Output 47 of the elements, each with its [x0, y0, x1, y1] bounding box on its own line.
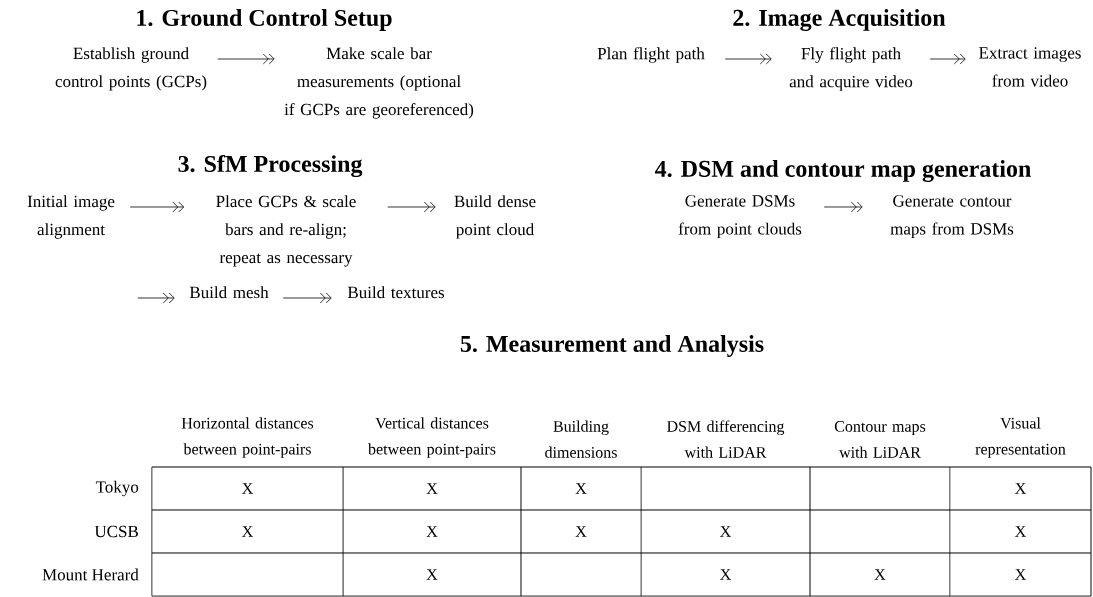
column-header: Horizontal distances between point-pairs	[181, 417, 314, 458]
column-header: DSM differencing with LiDAR	[667, 420, 785, 458]
process-step: Generate DSMs from point clouds	[678, 195, 802, 239]
row-header: Mount Herard	[42, 568, 139, 581]
table-cell: X	[1015, 483, 1026, 494]
arrow	[217, 53, 275, 65]
table-cell: X	[426, 526, 438, 537]
table-cell: X	[1015, 569, 1026, 580]
process-step: Fly flight path and acquire video	[789, 47, 913, 91]
table-cell: X	[575, 483, 587, 494]
column-header: Contour maps with LiDAR	[834, 421, 926, 458]
section-heading: 5. Measurement and Analysis	[460, 335, 764, 357]
section-heading: 2. Image Acquisition	[733, 9, 946, 31]
process-step: Extract images from video	[979, 47, 1081, 87]
process-step: Build dense point cloud	[454, 195, 536, 239]
table-cell: X	[874, 569, 886, 580]
arrow	[129, 201, 185, 213]
table-cell: X	[575, 526, 587, 537]
column-header: Building dimensions	[545, 420, 617, 458]
process-step: Establish ground control points (GCPs)	[55, 47, 207, 91]
arrow	[929, 53, 966, 65]
table-cell: X	[720, 526, 731, 537]
row-header: UCSB	[94, 525, 138, 538]
row-header: Tokyo	[95, 480, 139, 497]
table-cell: X	[720, 569, 731, 580]
table-cell: X	[426, 483, 438, 494]
process-step: Place GCPs & scale bars and re-align; repeat as necessary	[216, 195, 356, 267]
table-cell: X	[426, 569, 438, 580]
process-step: Initial image alignment	[27, 195, 115, 239]
column-header: Vertical distances between point-pairs	[368, 417, 496, 458]
process-step: Generate contour maps from DSMs	[890, 195, 1014, 239]
table-cell: X	[242, 526, 253, 537]
arrow	[137, 292, 175, 304]
process-step: Build mesh	[189, 286, 269, 299]
arrow	[724, 53, 772, 65]
arrow	[823, 201, 863, 213]
process-step: Plan flight path	[597, 47, 705, 63]
section-heading: 1. Ground Control Setup	[137, 9, 392, 31]
table-cell: X	[242, 483, 253, 494]
section-heading: 3. SfM Processing	[178, 154, 363, 178]
arrow	[282, 292, 332, 304]
process-step: Build textures	[347, 286, 445, 299]
table-cell: X	[1015, 526, 1026, 537]
column-header: Visual representation	[975, 417, 1066, 458]
process-step: Make scale bar measurements (optional if GCPs are georeferenced)	[284, 47, 474, 119]
section-heading: 4. DSM and contour map generation	[655, 160, 1031, 182]
arrow	[387, 201, 436, 213]
